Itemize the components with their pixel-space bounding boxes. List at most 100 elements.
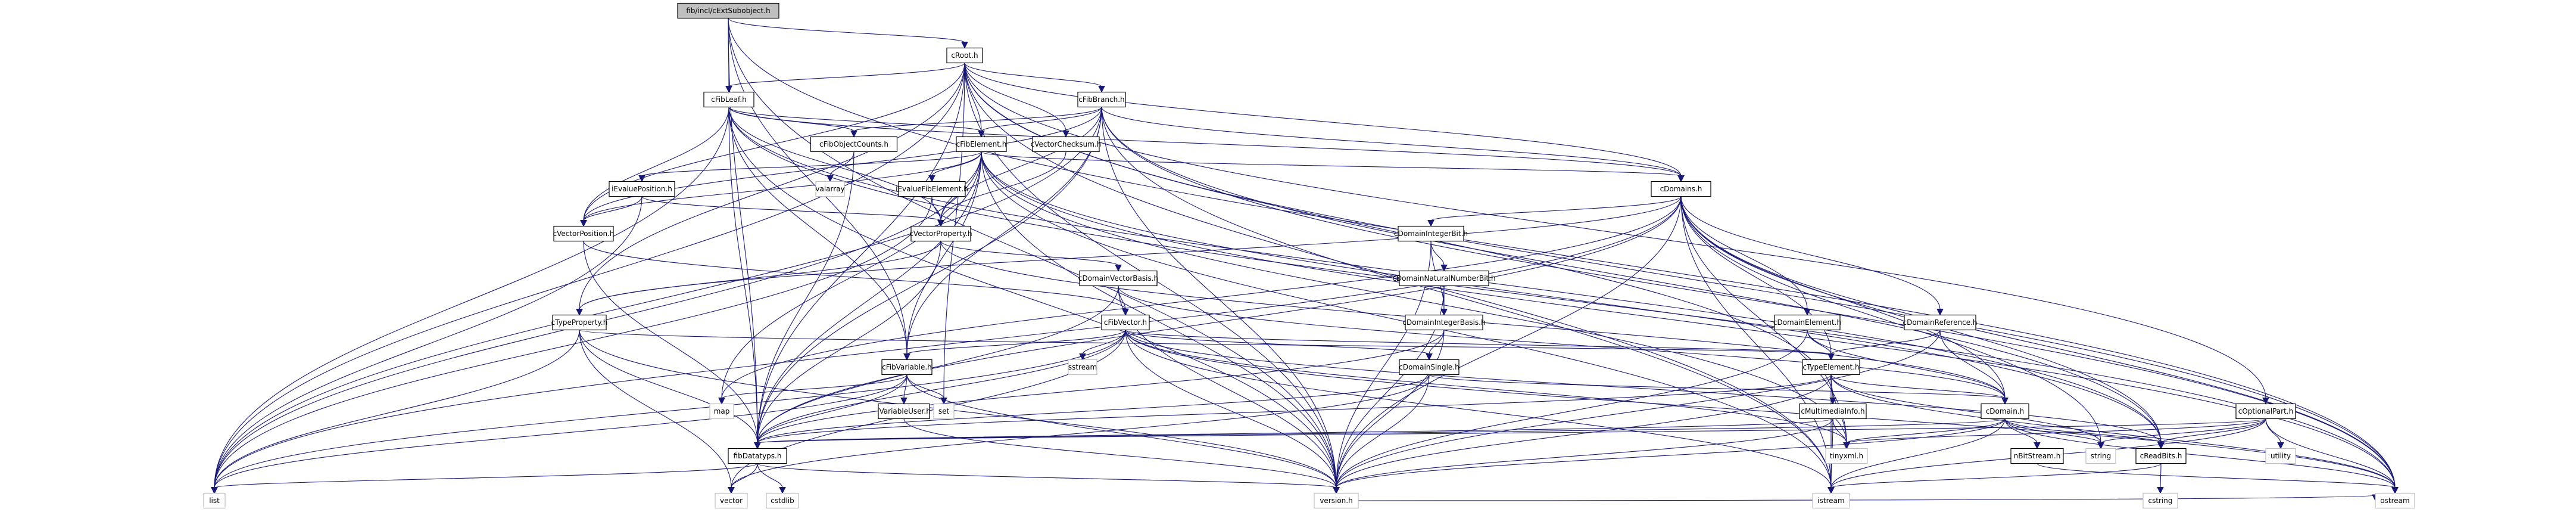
- node-cFibLeaf[interactable]: cFibLeaf.h: [703, 91, 754, 108]
- node-iEvalueFibElement[interactable]: iEvalueFibElement.h: [896, 181, 968, 197]
- node-box-cReadBits[interactable]: [2135, 448, 2187, 464]
- edge-cDomain-to-fibDatatyps: [757, 418, 2006, 444]
- edge-cFibLeaf-to-fibDatatyps: [728, 107, 758, 443]
- node-cDomainSingle[interactable]: cDomainSingle.h: [1399, 359, 1459, 376]
- node-box-cFibBranch[interactable]: [1077, 91, 1126, 108]
- edge-cFibVariable-to-map: [721, 374, 907, 399]
- node-box-cFibLeaf[interactable]: [703, 91, 754, 108]
- node-box-cTypeProperty[interactable]: [552, 314, 607, 331]
- edge-cFibElement-to-version: [981, 151, 1337, 488]
- edge-cFibVector-to-fibDatatyps: [757, 330, 1126, 443]
- node-box-cFibObjectCounts[interactable]: [810, 136, 898, 153]
- node-box-cDomainIntegerBit[interactable]: [1398, 225, 1464, 242]
- node-nBitStream[interactable]: nBitStream.h: [2010, 448, 2064, 464]
- node-box-cMultimediaInfo[interactable]: [1799, 403, 1867, 420]
- node-box-cOptionalPart[interactable]: [2235, 403, 2296, 420]
- edge-fibDatatyps-to-list: [214, 463, 758, 489]
- arrowhead-nBitStream-to-ostream: [2391, 487, 2399, 494]
- node-box-cDomainSingle[interactable]: [1399, 359, 1459, 376]
- node-cDomainReference[interactable]: cDomainReference.h: [1903, 314, 1978, 331]
- node-box-root[interactable]: [677, 2, 779, 19]
- edge-cFibElement-to-iEvalueFibElement: [931, 151, 982, 176]
- node-box-iVariableUser[interactable]: [878, 403, 930, 420]
- node-box-cDomainElement[interactable]: [1774, 314, 1841, 331]
- node-cOptionalPart[interactable]: cOptionalPart.h: [2235, 403, 2296, 420]
- node-iVariableUser[interactable]: iVariableUser.h: [877, 403, 931, 420]
- node-label-cDomainElement: cDomainElement.h: [1773, 318, 1841, 327]
- node-label-cDomainNaturalNumberBit: cDomainNaturalNumberBit.h: [1392, 274, 1495, 283]
- node-root[interactable]: fib/incl/cExtSubobject.h: [677, 2, 779, 19]
- node-cFibVariable[interactable]: cFibVariable.h: [881, 359, 933, 376]
- node-cVectorProperty[interactable]: cVectorProperty.h: [909, 225, 972, 242]
- edge-fibDatatyps-to-vector: [731, 463, 758, 488]
- node-box-vector: [715, 492, 748, 509]
- node-box-nBitStream[interactable]: [2010, 448, 2064, 464]
- edge-cTypeProperty-to-fibDatatyps: [579, 330, 758, 443]
- edge-cFibLeaf-to-list: [214, 107, 729, 488]
- node-box-cFibElement[interactable]: [956, 136, 1007, 153]
- node-cFibBranch[interactable]: cFibBranch.h: [1077, 91, 1126, 108]
- edge-cFibLeaf-to-cDomains: [728, 107, 1682, 176]
- node-label-version: version.h: [1320, 497, 1352, 505]
- node-cDomains[interactable]: cDomains.h: [1651, 181, 1711, 197]
- node-cFibElement[interactable]: cFibElement.h: [956, 136, 1007, 153]
- node-label-cFibElement: cFibElement.h: [956, 140, 1007, 148]
- node-box-iEvaluePosition[interactable]: [609, 181, 675, 197]
- node-box-iEvalueFibElement[interactable]: [898, 181, 966, 197]
- node-cDomainIntegerBit[interactable]: cDomainIntegerBit.h: [1394, 225, 1468, 242]
- node-box-cDomainReference[interactable]: [1904, 314, 1976, 331]
- node-cDomainIntegerBasis[interactable]: cDomainIntegerBasis.h: [1402, 314, 1486, 331]
- node-box-cDomainIntegerBasis[interactable]: [1405, 314, 1483, 331]
- node-box-cDomainVectorBasis[interactable]: [1079, 270, 1158, 287]
- node-cTypeElement[interactable]: cTypeElement.h: [1802, 359, 1860, 376]
- node-box-cVectorChecksum[interactable]: [1032, 136, 1100, 153]
- edge-cDomainSingle-to-cDomain: [1429, 374, 2006, 399]
- node-fibDatatyps[interactable]: fibDatatyps.h: [728, 448, 787, 464]
- edge-cTypeElement-to-cDomain: [1830, 374, 2006, 399]
- node-cDomain[interactable]: cDomain.h: [1981, 403, 2029, 420]
- edge-cRoot-to-fibDatatyps: [757, 63, 965, 443]
- node-cTypeProperty[interactable]: cTypeProperty.h: [551, 314, 608, 331]
- node-istream: istream: [1812, 492, 1850, 509]
- edge-cFibLeaf-to-cVectorPosition: [583, 107, 729, 221]
- edge-cFibElement-to-iEvaluePosition: [641, 151, 982, 177]
- node-box-utility: [2265, 448, 2296, 464]
- node-box-cDomain[interactable]: [1981, 403, 2029, 420]
- node-box-cDomainNaturalNumberBit[interactable]: [1399, 270, 1489, 287]
- node-box-cFibVector[interactable]: [1101, 314, 1150, 331]
- node-box-valarray: [815, 181, 845, 197]
- node-box-cVectorPosition[interactable]: [553, 225, 614, 242]
- arrowhead-cOptionalPart-to-fibDatatyps: [754, 442, 761, 449]
- node-cVectorChecksum[interactable]: cVectorChecksum.h: [1031, 136, 1102, 153]
- edge-cDomain-to-tinyxml: [1846, 418, 2006, 444]
- edges-layer: [211, 18, 2399, 502]
- edge-cFibLeaf-to-version: [728, 107, 1337, 488]
- edge-cFibBranch-to-cVectorProperty: [940, 107, 1102, 221]
- arrowhead-fibDatatyps-to-version: [1333, 487, 1340, 494]
- edge-cFibLeaf-to-cFibElement: [728, 107, 982, 132]
- node-cMultimediaInfo[interactable]: cMultimediaInfo.h: [1799, 403, 1867, 420]
- node-cFibVector[interactable]: cFibVector.h: [1101, 314, 1150, 331]
- node-cDomainVectorBasis[interactable]: cDomainVectorBasis.h: [1078, 270, 1158, 287]
- node-cFibObjectCounts[interactable]: cFibObjectCounts.h: [810, 136, 898, 153]
- arrowhead-cFibElement-to-iEvalueFibElement: [928, 175, 935, 182]
- node-box-cVectorProperty[interactable]: [910, 225, 971, 242]
- edge-cDomains-to-cDomainIntegerBit: [1430, 196, 1682, 222]
- edge-cDomainReference-to-version: [1336, 330, 1941, 488]
- node-cDomainElement[interactable]: cDomainElement.h: [1773, 314, 1841, 331]
- edge-cFibVector-to-cFibVariable: [906, 330, 1126, 355]
- node-cDomainNaturalNumberBit[interactable]: cDomainNaturalNumberBit.h: [1392, 270, 1496, 287]
- node-box-cRoot[interactable]: [946, 47, 983, 64]
- node-cReadBits[interactable]: cReadBits.h: [2135, 448, 2187, 464]
- node-box-fibDatatyps[interactable]: [728, 448, 787, 464]
- node-label-cFibBranch: cFibBranch.h: [1078, 95, 1124, 104]
- node-label-cVectorPosition: cVectorPosition.h: [553, 229, 615, 238]
- node-box-cDomains[interactable]: [1651, 181, 1711, 197]
- node-box-cTypeElement[interactable]: [1802, 359, 1860, 376]
- node-box-cFibVariable[interactable]: [881, 359, 933, 376]
- node-box-cstring: [2142, 492, 2178, 509]
- node-iEvaluePosition[interactable]: iEvaluePosition.h: [609, 181, 675, 197]
- node-label-utility: utility: [2271, 452, 2291, 460]
- node-cRoot[interactable]: cRoot.h: [946, 47, 983, 64]
- node-cVectorPosition[interactable]: cVectorPosition.h: [553, 225, 615, 242]
